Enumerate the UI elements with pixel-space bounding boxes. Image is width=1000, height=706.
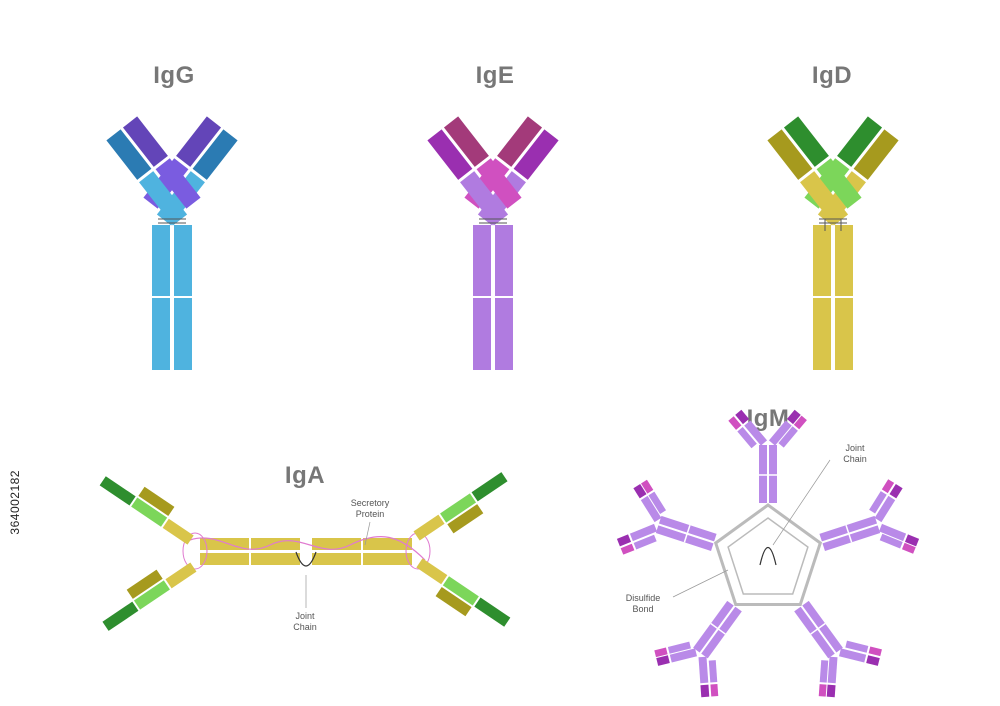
igm-joint-chain-label: Joint Chain	[843, 443, 867, 465]
iga-secretory-label-line2: Protein	[355, 509, 385, 519]
igm-disulfide-pointer	[672, 569, 729, 598]
igm-outer-ring	[713, 503, 823, 606]
igg-antibody-arm-right	[106, 116, 201, 226]
ige-antibody	[427, 116, 559, 370]
igm-joint-label-line2: Chain	[843, 454, 867, 464]
igm-joint-label-line1: Joint	[845, 443, 865, 453]
igm-disulfide-label-line1: Disulfide	[625, 593, 661, 603]
igd-antibody	[767, 116, 899, 370]
igm-joint-chain	[759, 546, 777, 566]
iga-joint-label-line2: Chain	[293, 622, 317, 632]
igm-unit	[819, 479, 920, 554]
igm-disulfide-label-line2: Bond	[632, 604, 654, 614]
igd-antibody-arm-right	[767, 116, 862, 226]
igm-joint-pointer	[772, 459, 831, 546]
igm-inner-ring	[727, 517, 809, 595]
igg-title: IgG	[153, 62, 195, 89]
iga-arm	[102, 562, 197, 631]
iga-arm	[413, 472, 508, 541]
iga-secretory-protein-label: Secretory Protein	[351, 498, 390, 520]
igm-unit	[616, 479, 717, 555]
igd-antibody-arm-left	[804, 116, 899, 226]
igg-antibody-arm-left	[143, 116, 238, 226]
iga-secretory-protein	[189, 536, 426, 561]
igg-antibody	[106, 116, 238, 370]
iga-joint-chain-label: Joint Chain	[293, 611, 317, 633]
igm-unit	[654, 600, 742, 698]
iga-antibody	[99, 472, 511, 631]
igd-title: IgD	[811, 62, 853, 89]
iga-arm	[416, 558, 511, 627]
ige-antibody-arm-left	[464, 116, 559, 226]
iga-title: IgA	[284, 462, 326, 489]
iga-joint-chain	[295, 551, 317, 567]
iga-arm	[99, 476, 194, 545]
iga-joint-label-line1: Joint	[295, 611, 315, 621]
iga-secretory-label-line1: Secretory	[350, 498, 390, 508]
igm-disulfide-bond-label: Disulfide Bond	[626, 593, 661, 615]
igm-unit	[794, 600, 882, 698]
igm-antibody	[616, 409, 920, 698]
igm-unit	[728, 409, 807, 503]
ige-antibody-arm-right	[427, 116, 522, 226]
iga-secretory-pointer	[364, 521, 371, 546]
ige-title: IgE	[475, 62, 515, 89]
